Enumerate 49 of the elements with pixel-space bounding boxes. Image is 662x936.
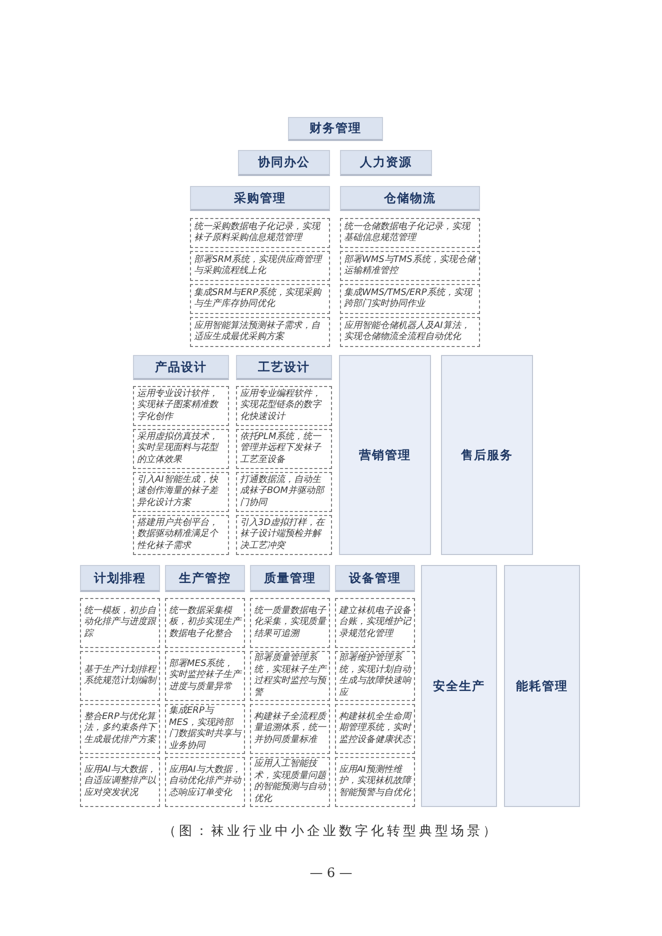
- section-header: 质量管理: [250, 565, 330, 592]
- scenario-card: 构建袜子全流程质量追溯体系，统一并协同质量标准: [250, 704, 330, 754]
- section-header: 生产管控: [165, 565, 245, 592]
- scenario-card: 应用人工智能技术，实现质量问题的智能预测与自动优化: [250, 757, 330, 807]
- section-header: 产品设计: [133, 355, 229, 380]
- scenario-card: 基于生产计划排程系统规范计划编制: [80, 651, 160, 701]
- scenario-card: 统一质量数据电子化采集，实现质量结果可追溯: [250, 598, 330, 648]
- section-header: 采购管理: [190, 186, 330, 211]
- scenario-card: 应用AI与大数据，自动优化排产并动态响应订单变化: [165, 757, 245, 807]
- section-header: 设备管理: [335, 565, 415, 592]
- scenario-card: 部署MES系统，实时监控袜子生产进度与质量异常: [165, 651, 245, 701]
- module-panel: 能耗管理: [504, 565, 580, 807]
- scenario-card: 引入AI智能生成，快速创作海量的袜子差异化设计方案: [133, 472, 229, 512]
- module-panel: 售后服务: [441, 355, 533, 555]
- scenario-card: 打通数据流，自动生成袜子BOM并驱动部门协同: [236, 472, 332, 512]
- scenario-card: 引入3D虚拟打样，在袜子设计端预检并解决工艺冲突: [236, 515, 332, 555]
- section-header: 计划排程: [80, 565, 160, 592]
- section-header: 协同办公: [238, 150, 330, 176]
- scenario-card: 应用AI与大数据，自适应调整排产以应对突发状况: [80, 757, 160, 807]
- scenario-card: 统一仓储数据电子化记录，实现基础信息规范管理: [340, 218, 480, 248]
- scenario-card: 应用智能算法预测袜子需求，自适应生成最优采购方案: [190, 317, 330, 347]
- scenario-card: 采用虚拟仿真技术，实时呈现面料与花型的立体效果: [133, 429, 229, 469]
- figure-caption: （图：袜业行业中小企业数字化转型典型场景）: [162, 823, 500, 840]
- scenario-card: 统一数据采集模板，初步实现生产数据电子化整合: [165, 598, 245, 648]
- scenario-card: 运用专业设计软件，实现袜子图案精准数字化创作: [133, 386, 229, 426]
- scenario-card: 统一采购数据电子化记录，实现袜子原料采购信息规范管理: [190, 218, 330, 248]
- scenario-card: 部署维护管理系统，实现计划自动生成与故障快速响应: [335, 651, 415, 701]
- module-panel: 营销管理: [339, 355, 431, 555]
- section-header: 仓储物流: [340, 186, 480, 211]
- scenario-card: 部署SRM系统，实现供应商管理与采购流程线上化: [190, 251, 330, 281]
- section-header: 工艺设计: [236, 355, 332, 380]
- scenario-card: 集成WMS/TMS/ERP系统，实现跨部门实时协同作业: [340, 284, 480, 314]
- section-header: 财务管理: [288, 117, 383, 141]
- scenario-card: 应用AI预测性维护，实现袜机故障智能预警与自优化: [335, 757, 415, 807]
- section-header: 人力资源: [340, 150, 432, 176]
- scenario-card: 统一模板，初步自动化排产与进度跟踪: [80, 598, 160, 648]
- scenario-card: 整合ERP与优化算法，多约束条件下生成最优排产方案: [80, 704, 160, 754]
- scenario-card: 集成SRM与ERP系统，实现采购与生产库存协同优化: [190, 284, 330, 314]
- page-number: — 6 —: [308, 866, 354, 881]
- scenario-card: 搭建用户共创平台，数据驱动精准满足个性化袜子需求: [133, 515, 229, 555]
- scenario-card: 应用智能仓储机器人及AI算法，实现仓储物流全流程自动优化: [340, 317, 480, 347]
- scenario-card: 部署WMS与TMS系统，实现仓储运输精准管控: [340, 251, 480, 281]
- scenario-card: 应用专业编程软件，实现花型链条的数字化快速设计: [236, 386, 332, 426]
- module-panel: 安全生产: [421, 565, 497, 807]
- scenario-card: 部署质量管理系统，实现袜子生产过程实时监控与预警: [250, 651, 330, 701]
- scenario-card: 集成ERP与MES，实现跨部门数据实时共享与业务协同: [165, 704, 245, 754]
- scenario-card: 依托PLM系统，统一管理并远程下发袜子工艺至设备: [236, 429, 332, 469]
- scenario-card: 构建袜机全生命周期管理系统，实时监控设备健康状态: [335, 704, 415, 754]
- scenario-card: 建立袜机电子设备台账，实现维护记录规范化管理: [335, 598, 415, 648]
